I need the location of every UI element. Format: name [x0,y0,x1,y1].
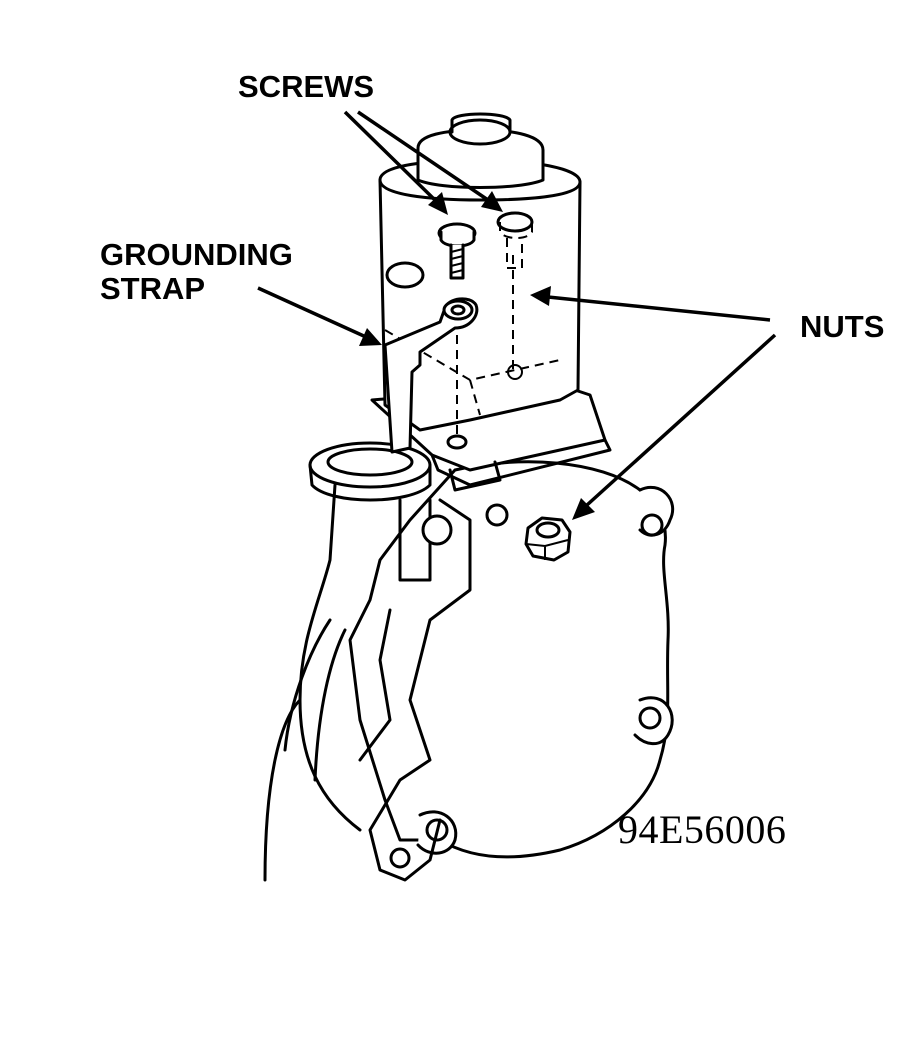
screw-right [496,211,534,269]
grounding-strap-label-line1: GROUNDING [100,237,293,272]
screws-label: SCREWS [238,70,374,104]
pump-housing [263,460,675,882]
nuts-leaders [530,286,777,520]
grounding-strap-label: GROUNDING STRAP [100,238,293,306]
screws-label-text: SCREWS [238,69,375,104]
grounding-strap-label-line2: STRAP [100,271,206,306]
nuts-label: NUTS [800,310,884,344]
grounding-strap [383,297,479,454]
grounding-strap-leader [257,286,382,346]
nuts-label-text: NUTS [800,309,885,344]
figure-number: 94E56006 [618,807,787,852]
screws-leaders [343,110,503,215]
pipe-collar [308,441,432,502]
nut [524,516,572,562]
screw-left [437,222,477,280]
